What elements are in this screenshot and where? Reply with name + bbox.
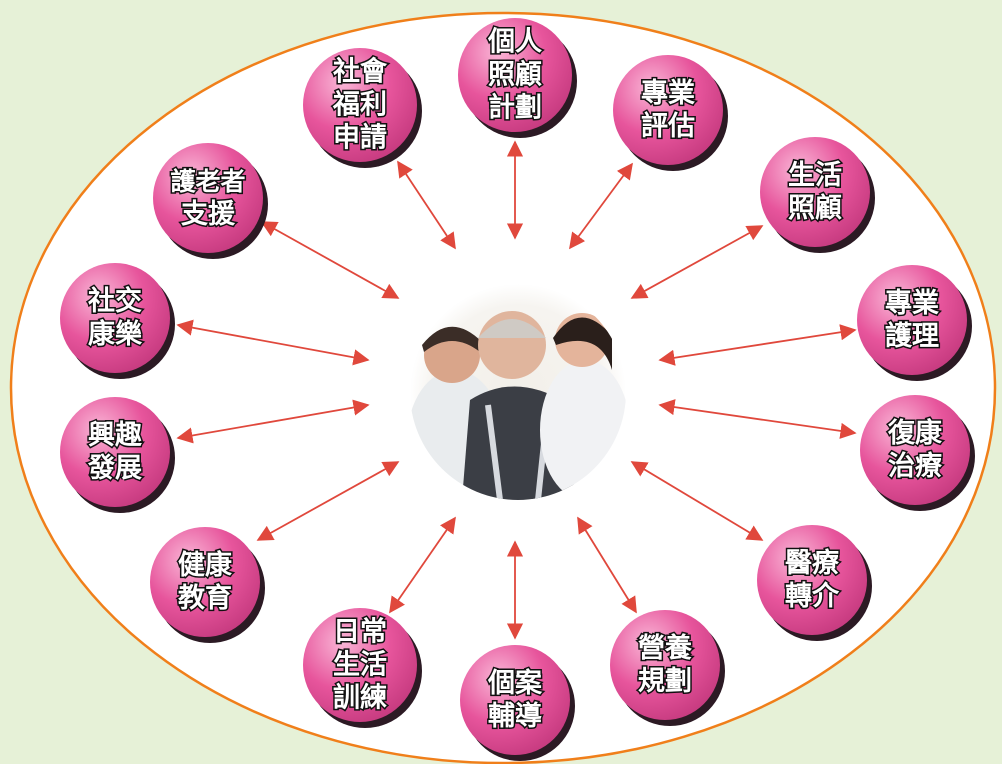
center-photo <box>410 284 626 500</box>
node-label-line: 專業 <box>885 288 939 319</box>
node-circle <box>760 137 870 247</box>
node-circle <box>60 397 170 507</box>
arrow-social-welfare-application <box>397 160 456 250</box>
arrow-daily-living-care <box>630 225 764 299</box>
node-label-line: 生活 <box>788 160 842 191</box>
node-label-line: 日常 <box>333 617 387 648</box>
node-label-line: 轉介 <box>785 581 840 612</box>
node-label-line: 支援 <box>181 199 236 230</box>
node-label-line: 醫療 <box>785 548 840 579</box>
arrow-professional-assessment <box>569 162 633 250</box>
node-circle <box>60 263 170 373</box>
node-circle <box>857 265 967 375</box>
node-label-line: 康樂 <box>88 318 143 350</box>
node-label-line: 規劃 <box>638 666 692 697</box>
arrow-health-education <box>256 461 400 541</box>
node-label-line: 教育 <box>178 582 232 614</box>
arrow-rehabilitation-therapy <box>658 399 857 439</box>
arrow-carer-support <box>260 221 400 299</box>
node-circle <box>460 645 570 755</box>
arrow-daily-living-training <box>389 516 456 614</box>
node-label-line: 營養 <box>638 632 693 664</box>
node-label-line: 計劃 <box>488 92 542 124</box>
node-circle <box>860 395 970 505</box>
node-circle <box>303 48 417 162</box>
node-circle <box>757 525 867 635</box>
node-label-line: 復康 <box>887 417 943 449</box>
node-label-line: 個人 <box>487 27 542 58</box>
arrow-nutrition-planning <box>577 516 637 614</box>
node-circle <box>150 527 260 637</box>
arrow-interest-development <box>176 399 370 444</box>
node-circle <box>458 18 572 132</box>
node-label-line: 照顧 <box>788 192 842 224</box>
arrow-social-recreation <box>176 319 370 366</box>
node-circle <box>303 608 417 722</box>
node-label-line: 福利 <box>332 90 387 121</box>
node-label-line: 興趣 <box>88 420 142 451</box>
node-circle <box>610 610 720 720</box>
service-nodes: 個人照顧計劃專業評估生活照顧專業護理復康治療醫療轉介營養規劃個案輔導日常生活訓練… <box>60 18 975 761</box>
connector-arrows <box>176 140 857 640</box>
arrow-professional-nursing <box>658 324 857 366</box>
node-label-line: 專業 <box>641 78 695 109</box>
node-label-line: 個案 <box>487 667 543 699</box>
node-label-line: 護理 <box>885 320 939 352</box>
node-label-line: 健康 <box>178 549 233 581</box>
node-label-line: 申請 <box>333 122 387 154</box>
node-label-line: 社交 <box>88 285 142 317</box>
node-label-line: 護老者 <box>170 167 245 196</box>
arrow-medical-referral <box>630 461 764 541</box>
node-circle <box>613 55 723 165</box>
node-label-line: 社會 <box>333 56 388 88</box>
node-label-line: 發展 <box>87 453 142 484</box>
node-label-line: 輔導 <box>488 700 542 732</box>
node-label-line: 生活 <box>333 650 387 681</box>
node-label-line: 照顧 <box>488 59 542 91</box>
node-label-line: 訓練 <box>333 682 387 714</box>
node-circle <box>153 143 263 253</box>
node-label-line: 治療 <box>888 451 943 482</box>
node-label-line: 評估 <box>641 110 695 142</box>
